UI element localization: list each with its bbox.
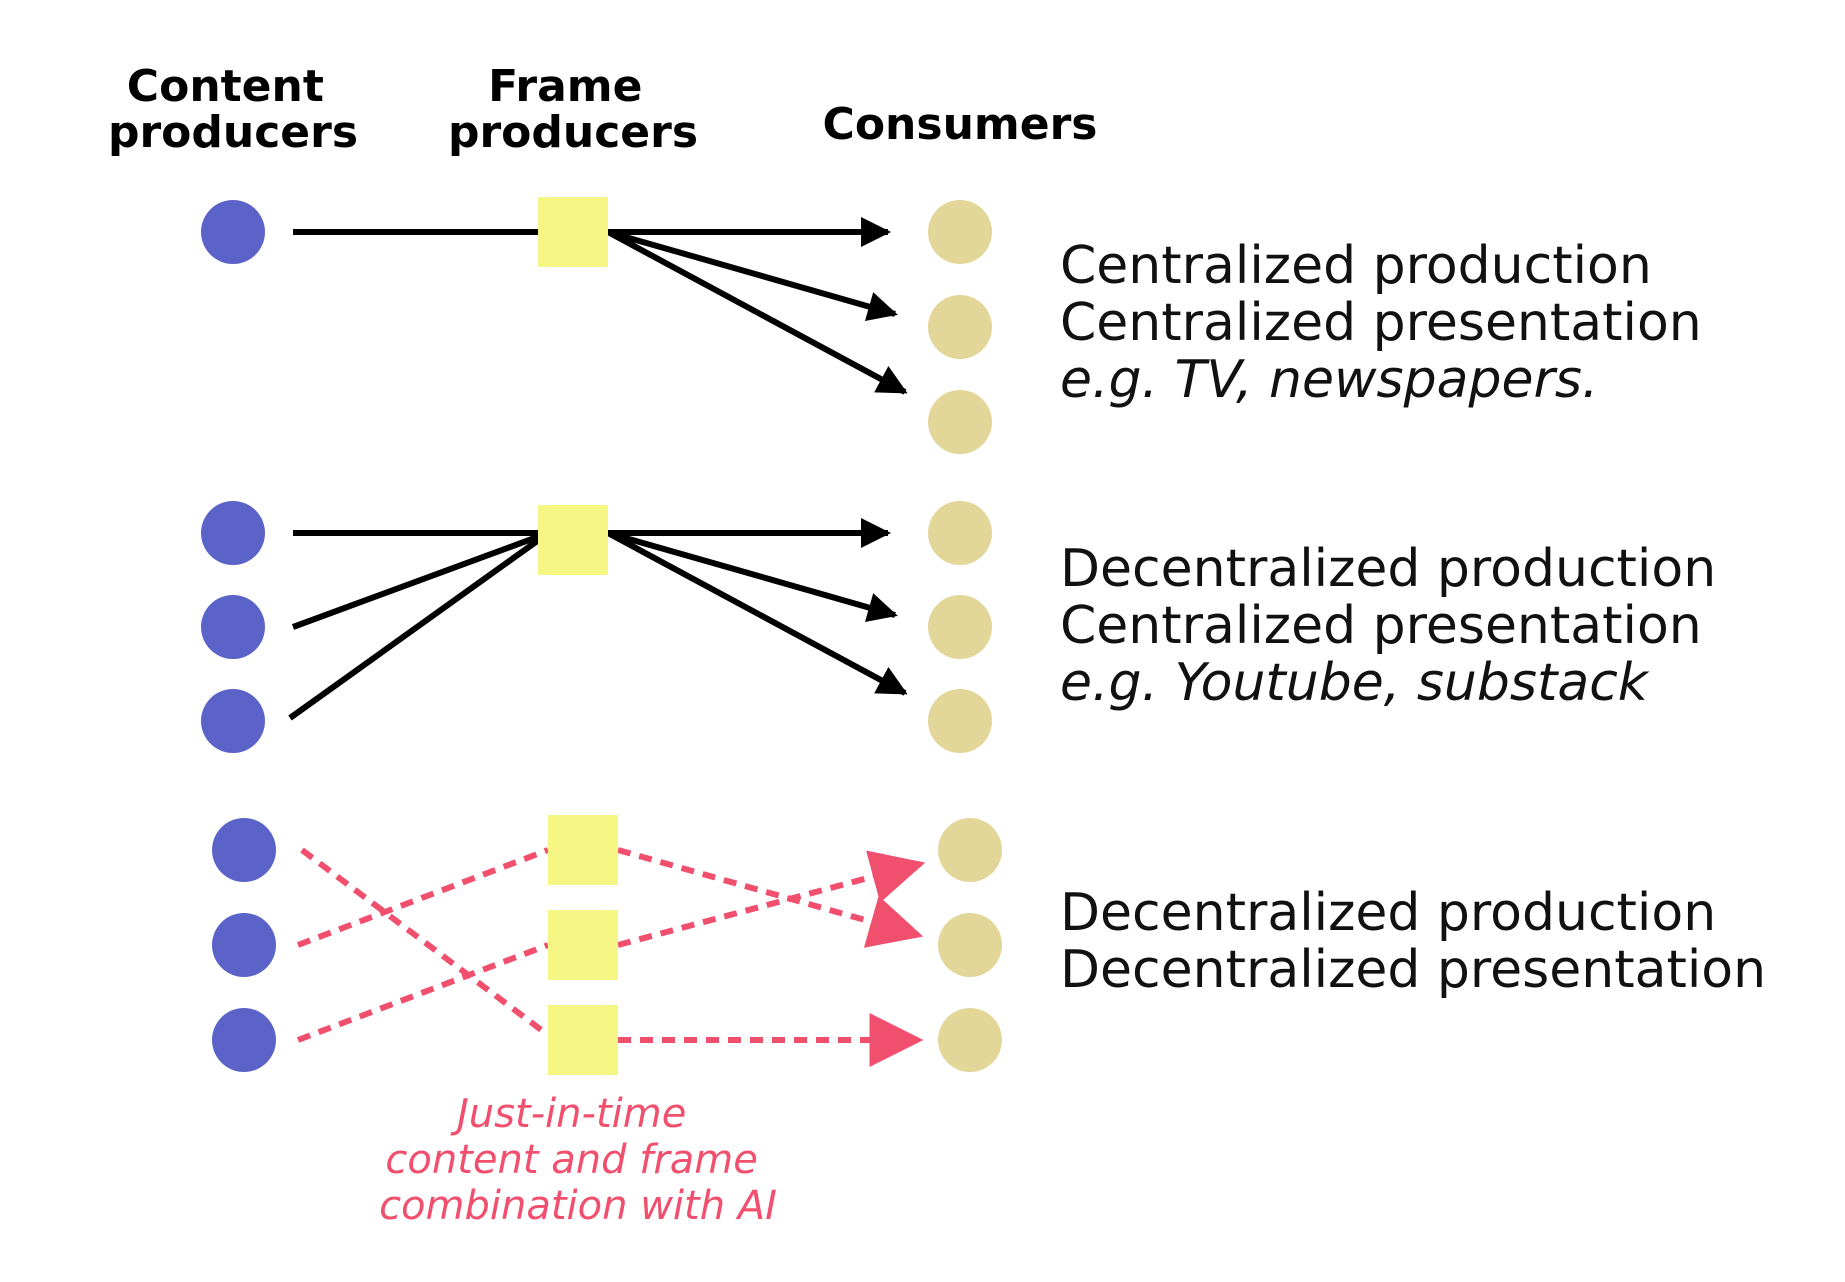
header-content-producers-line-2: producers bbox=[108, 107, 358, 158]
description-line: Decentralized production bbox=[1060, 883, 1716, 943]
caption-line: combination with AI bbox=[379, 1183, 777, 1229]
description-line: Centralized presentation bbox=[1060, 293, 1702, 353]
content-producer-node bbox=[212, 913, 276, 977]
arrow-frame-to-consumer bbox=[606, 530, 908, 696]
header-consumers: Consumers bbox=[823, 99, 1098, 150]
consumer-node bbox=[928, 200, 992, 264]
description-line: Decentralized production bbox=[1060, 539, 1716, 599]
header-frame-producers-line-1: Frame bbox=[488, 61, 642, 112]
frame-producer-node bbox=[538, 197, 608, 267]
content-producer-node bbox=[201, 200, 265, 264]
header-content-producers: Content producers bbox=[108, 61, 358, 158]
dashed-arrow-content-to-frame bbox=[300, 847, 550, 1038]
row-description: Decentralized production Decentralized p… bbox=[1060, 883, 1766, 1000]
ai-caption: Just-in-time content and frame combinati… bbox=[379, 1091, 777, 1229]
arrow-content-to-frame bbox=[288, 536, 542, 721]
dashed-arrow-frame-to-consumer bbox=[617, 847, 924, 948]
caption-line: Just-in-time bbox=[450, 1091, 686, 1137]
row-centralized-production-centralized-presentation: Centralized production Centralized prese… bbox=[201, 197, 1718, 454]
consumer-node bbox=[938, 1008, 1002, 1072]
frame-producer-node bbox=[548, 910, 618, 980]
consumer-node bbox=[938, 818, 1002, 882]
consumer-node bbox=[928, 501, 992, 565]
content-producer-node bbox=[212, 818, 276, 882]
consumer-node bbox=[928, 595, 992, 659]
example-line: e.g. Youtube, substack bbox=[1060, 653, 1650, 713]
content-producer-node bbox=[201, 595, 265, 659]
consumer-node bbox=[928, 295, 992, 359]
frame-producer-node bbox=[548, 815, 618, 885]
caption-line: content and frame bbox=[385, 1137, 757, 1183]
frame-producer-node bbox=[548, 1005, 618, 1075]
dashed-arrow-content-to-frame bbox=[296, 942, 550, 1043]
arrow-frame-to-consumer bbox=[606, 229, 908, 395]
row-description: Decentralized production Centralized pre… bbox=[1060, 539, 1733, 713]
row-decentralized-production-centralized-presentation: Decentralized production Centralized pre… bbox=[201, 501, 1733, 753]
frame-producer-node bbox=[538, 505, 608, 575]
arrow-content-to-frame bbox=[291, 533, 542, 630]
content-producer-node bbox=[201, 501, 265, 565]
description-line: Centralized production bbox=[1060, 236, 1652, 296]
header-content-producers-line-1: Content bbox=[127, 61, 324, 112]
dashed-arrow-frame-to-consumer bbox=[617, 850, 926, 948]
description-line: Centralized presentation bbox=[1060, 596, 1702, 656]
row-description: Centralized production Centralized prese… bbox=[1060, 236, 1718, 410]
header-frame-producers: Frame producers bbox=[448, 61, 698, 158]
description-line: Decentralized presentation bbox=[1060, 940, 1766, 1000]
consumer-node bbox=[938, 913, 1002, 977]
header-frame-producers-line-2: producers bbox=[448, 107, 698, 158]
consumer-node bbox=[928, 390, 992, 454]
example-line: e.g. TV, newspapers. bbox=[1060, 350, 1598, 410]
dashed-arrow-content-to-frame bbox=[296, 847, 550, 948]
content-producer-node bbox=[201, 689, 265, 753]
content-producer-node bbox=[212, 1008, 276, 1072]
arrow-frame-to-consumer bbox=[607, 229, 898, 322]
row-decentralized-production-decentralized-presentation: Decentralized production Decentralized p… bbox=[212, 815, 1766, 1229]
arrow-frame-to-consumer bbox=[607, 530, 898, 623]
consumer-node bbox=[928, 689, 992, 753]
